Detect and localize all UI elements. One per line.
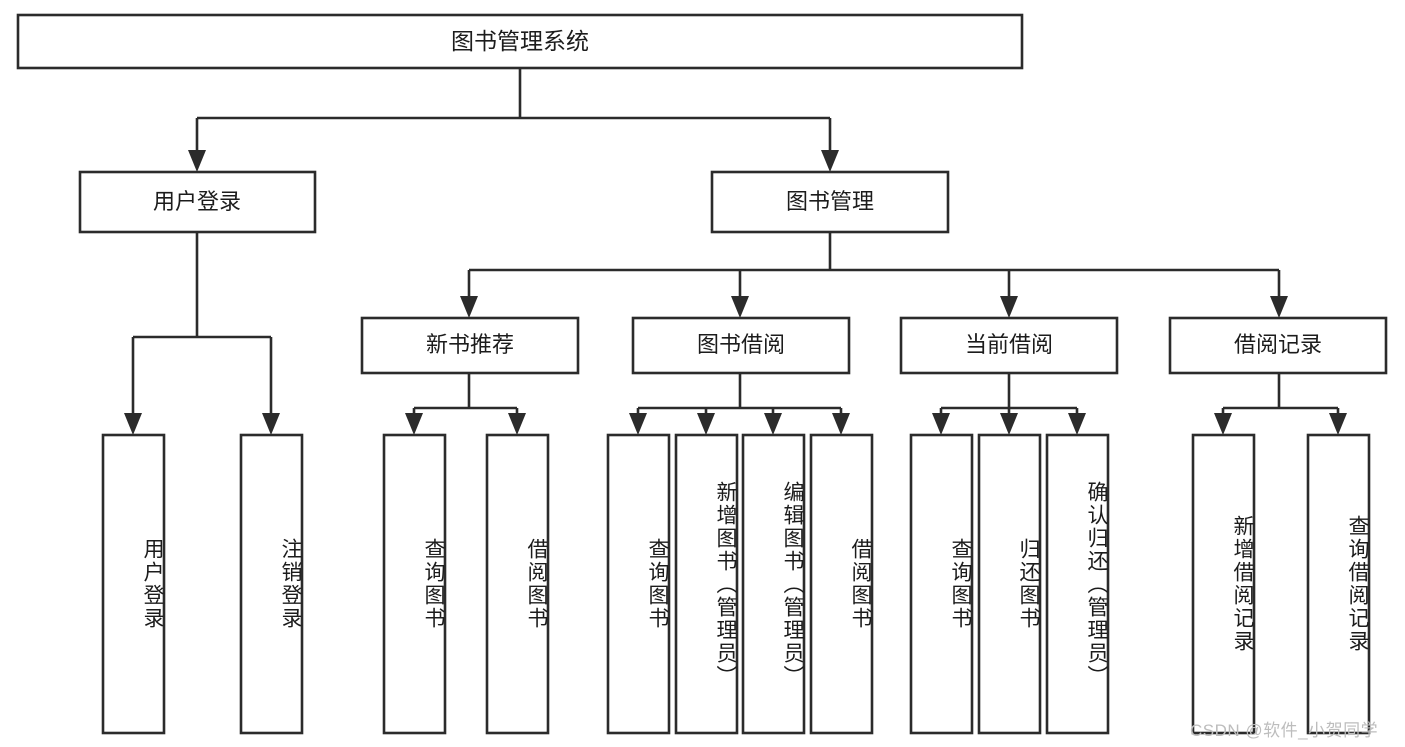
- leaf-box-bb-borrow-book[interactable]: [809, 433, 874, 735]
- arrow-head-cb-leaf-2: [1000, 413, 1018, 435]
- arrow-head-cb-leaf-3: [1068, 413, 1086, 435]
- node-book-management-label: 图书管理: [786, 189, 874, 214]
- arrow-head-leaf-logout: [262, 413, 280, 435]
- node-current-borrow[interactable]: 当前借阅: [899, 316, 1119, 375]
- node-book-borrow-box[interactable]: [631, 316, 851, 375]
- node-book-borrow-label: 图书借阅: [697, 332, 785, 357]
- leaf-boxes-borrow-record: [1191, 433, 1371, 735]
- node-user-login[interactable]: 用户登录: [78, 170, 317, 234]
- watermark-label: CSDN @软件_小贺同学: [1190, 721, 1379, 740]
- node-new-book-recommend-label: 新书推荐: [426, 332, 514, 357]
- node-borrow-record-label: 借阅记录: [1234, 332, 1322, 357]
- node-root-box[interactable]: [16, 13, 1024, 70]
- leaf-boxes-user-login: [101, 433, 304, 735]
- arrow-head-cb-leaf-1: [932, 413, 950, 435]
- node-current-borrow-label: 当前借阅: [965, 332, 1053, 357]
- connectors-user-login-to-leaves: [124, 232, 280, 435]
- leaf-box-bb-query-book[interactable]: [606, 433, 671, 735]
- leaf-box-cb-confirm-return[interactable]: [1045, 433, 1110, 735]
- arrow-head-borrow-record: [1270, 296, 1288, 318]
- arrow-head-current-borrow: [1000, 296, 1018, 318]
- arrow-head-nbr-leaf-1: [405, 413, 423, 435]
- leaf-box-logout[interactable]: [239, 433, 304, 735]
- node-new-book-recommend-box[interactable]: [360, 316, 580, 375]
- arrow-head-new-book-recommend: [460, 296, 478, 318]
- node-root[interactable]: 图书管理系统: [16, 13, 1024, 70]
- node-root-label: 图书管理系统: [451, 28, 589, 54]
- arrow-head-bb-leaf-3: [764, 413, 782, 435]
- leaf-box-user-login[interactable]: [101, 433, 166, 735]
- node-user-login-box[interactable]: [78, 170, 317, 234]
- arrow-head-br-leaf-1: [1214, 413, 1232, 435]
- arrow-head-bb-leaf-4: [832, 413, 850, 435]
- arrow-head-bb-leaf-1: [629, 413, 647, 435]
- leaf-box-br-query-record[interactable]: [1306, 433, 1371, 735]
- leaf-box-bb-edit-book[interactable]: [741, 433, 806, 735]
- arrow-head-book-mgmt: [821, 150, 839, 172]
- arrow-head-user-login: [188, 150, 206, 172]
- node-new-book-recommend[interactable]: 新书推荐: [360, 316, 580, 375]
- connectors-book-borrow-to-leaves: [629, 373, 850, 435]
- leaf-boxes-new-book-recommend: [382, 433, 550, 735]
- connectors-new-book-recommend-to-leaves: [405, 373, 526, 435]
- connectors-book-mgmt-to-level3: [460, 232, 1288, 318]
- node-user-login-label: 用户登录: [153, 189, 241, 214]
- leaf-boxes-book-borrow: [606, 433, 874, 735]
- arrow-head-leaf-user-login: [124, 413, 142, 435]
- connectors-borrow-record-to-leaves: [1214, 373, 1347, 435]
- leaf-box-br-add-record[interactable]: [1191, 433, 1256, 735]
- leaf-box-bb-add-book[interactable]: [674, 433, 739, 735]
- leaf-box-cb-return-book[interactable]: [977, 433, 1042, 735]
- arrow-head-br-leaf-2: [1329, 413, 1347, 435]
- connectors-root-to-level2: [188, 68, 839, 172]
- node-book-borrow[interactable]: 图书借阅: [631, 316, 851, 375]
- node-book-management[interactable]: 图书管理: [710, 170, 950, 234]
- arrow-head-bb-leaf-2: [697, 413, 715, 435]
- node-book-management-box[interactable]: [710, 170, 950, 234]
- node-borrow-record-box[interactable]: [1168, 316, 1388, 375]
- arrow-head-nbr-leaf-2: [508, 413, 526, 435]
- node-borrow-record[interactable]: 借阅记录: [1168, 316, 1388, 375]
- node-current-borrow-box[interactable]: [899, 316, 1119, 375]
- leaf-box-cb-query-book[interactable]: [909, 433, 974, 735]
- leaf-boxes-current-borrow: [909, 433, 1110, 735]
- arrow-head-book-borrow: [731, 296, 749, 318]
- connectors-current-borrow-to-leaves: [932, 373, 1086, 435]
- leaf-box-nbr-query-book[interactable]: [382, 433, 447, 735]
- leaf-box-nbr-borrow-book[interactable]: [485, 433, 550, 735]
